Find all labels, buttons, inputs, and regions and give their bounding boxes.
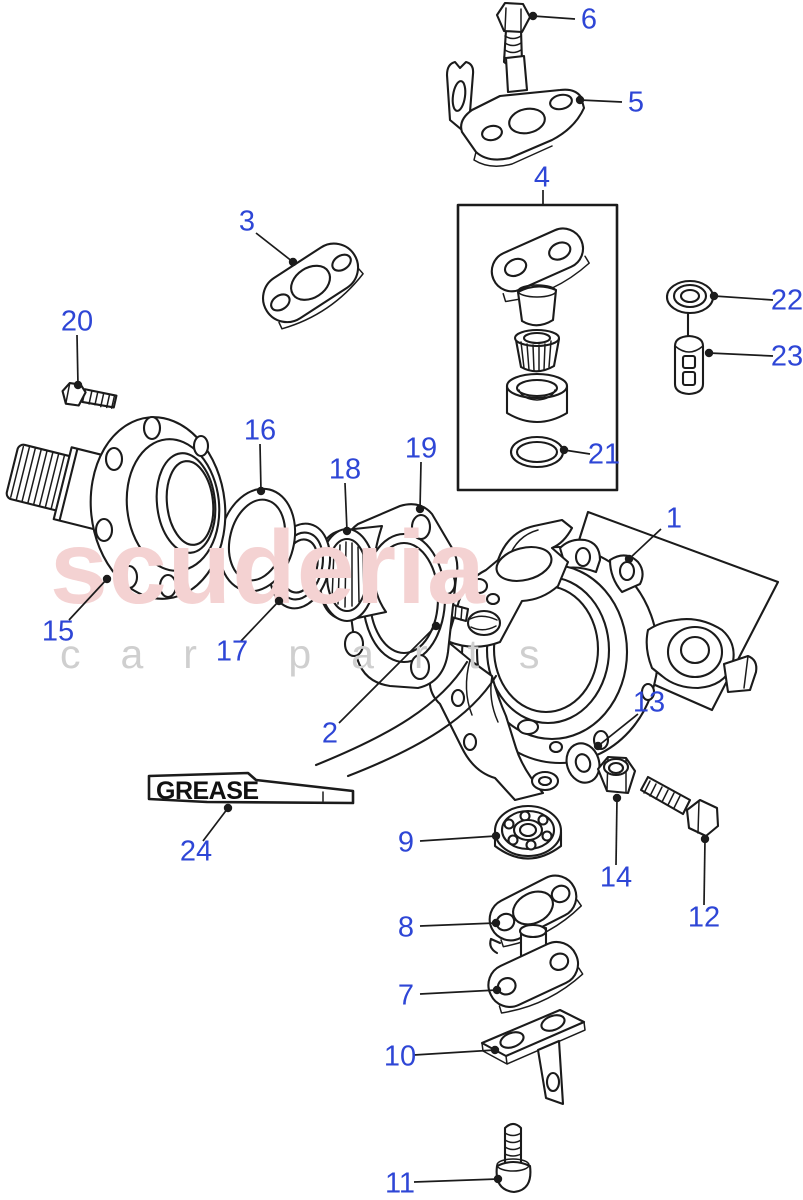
part-7-lower-pin — [487, 923, 584, 1014]
callout-label-19: 19 — [404, 432, 438, 465]
part-15-stub-axle — [5, 415, 227, 600]
callout-label-17: 17 — [215, 635, 249, 668]
callout-label-11: 11 — [384, 1167, 416, 1200]
leader-line-3 — [255, 232, 294, 263]
leader-dot-18 — [342, 526, 352, 536]
part-16-ring — [217, 487, 297, 593]
part-14-nut — [596, 755, 637, 795]
part-4-kit-box — [456, 203, 619, 492]
part-9-bearing — [493, 804, 563, 860]
leader-line-16 — [259, 443, 262, 492]
callout-label-15: 15 — [41, 615, 75, 648]
leader-dot-22 — [709, 291, 719, 301]
callout-label-14: 14 — [599, 861, 633, 894]
leader-line-15 — [68, 578, 108, 621]
leader-line-13 — [597, 713, 639, 747]
leader-dot-3 — [288, 257, 298, 267]
part-12-bolt — [639, 775, 720, 838]
callout-label-7: 7 — [397, 979, 415, 1012]
leader-dot-5 — [575, 95, 585, 105]
leader-dot-12 — [700, 834, 710, 844]
callout-label-5: 5 — [627, 86, 645, 119]
leader-line-21 — [563, 449, 591, 455]
leader-line-2 — [338, 625, 437, 724]
grease-indicator-curve-2 — [346, 674, 498, 778]
part-8-gasket — [488, 874, 583, 948]
callout-label-2: 2 — [321, 717, 339, 750]
leader-line-6 — [532, 15, 576, 20]
part-18-bearing — [316, 524, 388, 623]
leader-line-17 — [240, 600, 280, 642]
leader-dot-9 — [491, 831, 501, 841]
callout-label-20: 20 — [60, 305, 94, 338]
leader-line-9 — [419, 835, 497, 842]
leader-dot-1 — [624, 554, 634, 564]
callout-label-1: 1 — [665, 502, 683, 535]
part-13-washer — [565, 742, 601, 784]
leader-line-14 — [615, 797, 618, 866]
callout-label-12: 12 — [687, 901, 721, 934]
leader-dot-8 — [491, 918, 501, 928]
leader-dot-6 — [528, 11, 538, 21]
part-22-seal — [665, 279, 715, 315]
leader-dot-17 — [274, 596, 284, 606]
callout-label-23: 23 — [770, 340, 803, 373]
callout-label-22: 22 — [770, 284, 803, 317]
leader-dot-23 — [704, 348, 714, 358]
callout-label-9: 9 — [397, 826, 415, 859]
leader-line-7 — [419, 989, 498, 995]
callout-label-13: 13 — [632, 686, 666, 719]
part-23-filter — [673, 334, 705, 396]
grease-flag: GREASE — [147, 771, 355, 805]
leader-dot-10 — [490, 1045, 500, 1055]
callout-label-16: 16 — [243, 414, 277, 447]
part-4-bearing-race — [505, 372, 569, 423]
leader-dot-14 — [612, 793, 622, 803]
part-11-bolt — [495, 1122, 532, 1194]
grease-indicator-curve-1 — [314, 660, 469, 767]
grease-flag-text: GREASE — [156, 777, 259, 805]
callout-label-24: 24 — [179, 835, 213, 868]
part-1-housing — [424, 518, 758, 802]
leader-line-20 — [76, 334, 79, 386]
callout-label-6: 6 — [580, 3, 598, 36]
part-4-roller-bearing — [513, 328, 561, 373]
leader-line-22 — [713, 295, 774, 301]
leader-dot-24 — [223, 803, 233, 813]
leader-dot-11 — [493, 1174, 503, 1184]
leader-line-8 — [419, 922, 497, 927]
leader-line-11 — [413, 1178, 499, 1183]
callout-label-3: 3 — [238, 205, 256, 238]
part-5-bracket — [445, 54, 586, 167]
leader-dot-19 — [415, 504, 425, 514]
leader-dot-7 — [492, 985, 502, 995]
callout-label-18: 18 — [328, 453, 362, 486]
leader-line-1 — [628, 528, 662, 560]
leader-line-5 — [579, 99, 623, 103]
leader-line-19 — [419, 461, 422, 510]
part-3-gasket — [262, 242, 364, 330]
leader-dot-13 — [593, 741, 603, 751]
leader-line-24 — [202, 807, 229, 842]
part-10-bracket — [480, 1008, 586, 1106]
leader-dot-16 — [256, 486, 266, 496]
leader-dot-20 — [73, 380, 83, 390]
callout-label-4: 4 — [533, 161, 551, 194]
leader-dot-15 — [102, 574, 112, 584]
leader-line-18 — [344, 482, 348, 532]
leader-line-12 — [703, 838, 706, 906]
leader-line-10 — [413, 1049, 496, 1056]
callout-label-10: 10 — [383, 1040, 417, 1073]
callout-label-8: 8 — [397, 911, 415, 944]
leader-line-23 — [708, 352, 774, 357]
callout-label-21: 21 — [587, 438, 621, 471]
leader-dot-21 — [559, 445, 569, 455]
leader-dot-2 — [431, 621, 441, 631]
